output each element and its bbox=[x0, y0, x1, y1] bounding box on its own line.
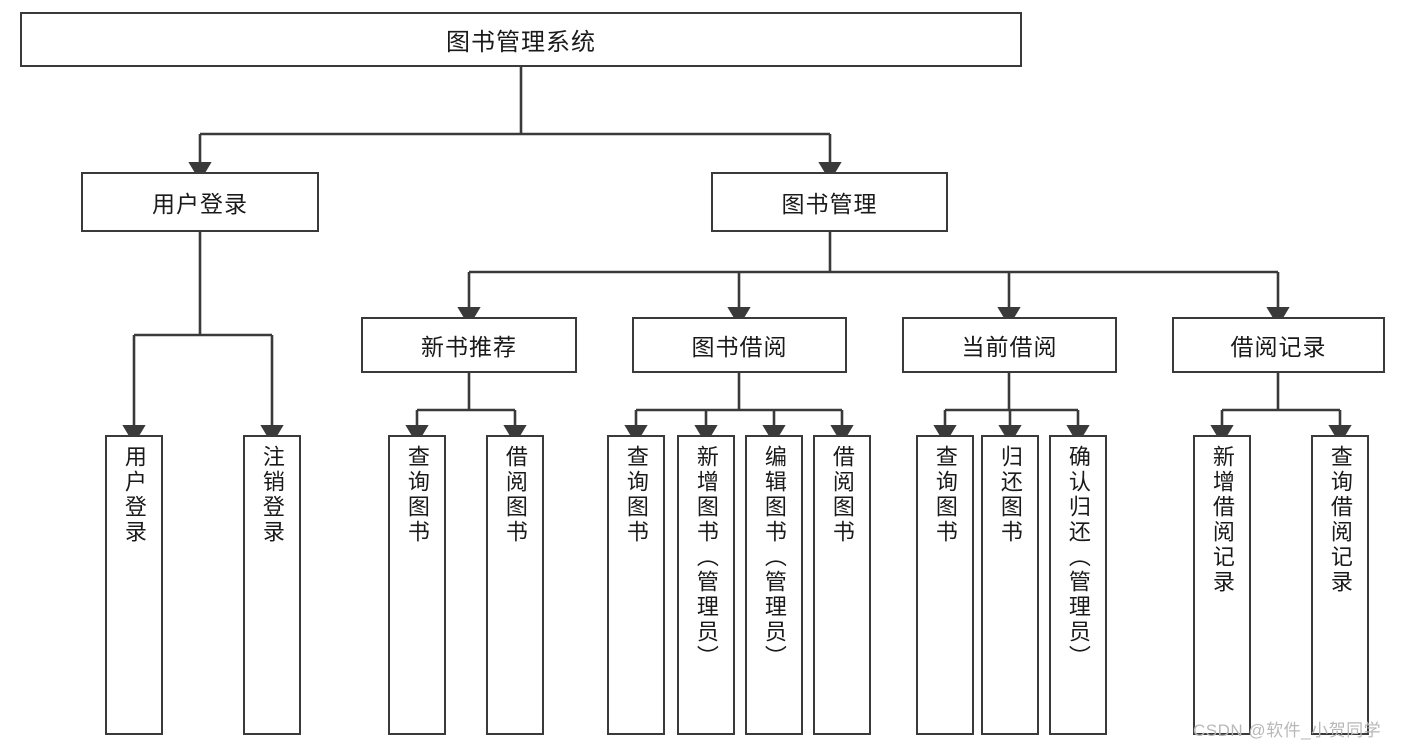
node-user-login[interactable]: 用户登录 bbox=[81, 172, 319, 232]
node-label: 归还图书 bbox=[997, 445, 1023, 545]
node-leaf-add-borrow-record[interactable]: 新增借阅记录 bbox=[1193, 435, 1251, 735]
node-leaf-query-book-1[interactable]: 查询图书 bbox=[388, 435, 446, 735]
node-label: 借阅记录 bbox=[1230, 334, 1327, 360]
node-label: 图书管理系统 bbox=[446, 29, 596, 56]
node-label: 借阅图书 bbox=[502, 445, 528, 545]
node-new-book-recommend[interactable]: 新书推荐 bbox=[361, 317, 577, 373]
node-leaf-user-login[interactable]: 用户登录 bbox=[105, 435, 163, 735]
node-leaf-query-book-3[interactable]: 查询图书 bbox=[916, 435, 974, 735]
node-book-manage[interactable]: 图书管理 bbox=[711, 172, 948, 232]
node-label: 图书管理 bbox=[781, 191, 878, 217]
node-label: 查询图书 bbox=[404, 445, 430, 545]
node-label: 查询图书 bbox=[623, 445, 649, 545]
node-book-borrow[interactable]: 图书借阅 bbox=[632, 317, 847, 373]
node-label: 借阅图书 bbox=[829, 445, 855, 545]
node-label: 查询图书 bbox=[932, 445, 958, 545]
node-label: 新增借阅记录 bbox=[1209, 445, 1235, 595]
node-leaf-borrow-book-1[interactable]: 借阅图书 bbox=[486, 435, 544, 735]
node-leaf-query-book-2[interactable]: 查询图书 bbox=[607, 435, 665, 735]
node-root-system[interactable]: 图书管理系统 bbox=[20, 12, 1022, 67]
node-label: 当前借阅 bbox=[961, 334, 1058, 360]
node-label: 图书借阅 bbox=[691, 334, 788, 360]
node-label: 新增图书（管理员） bbox=[693, 445, 719, 670]
node-label: 注销登录 bbox=[259, 445, 285, 545]
node-leaf-logout[interactable]: 注销登录 bbox=[243, 435, 301, 735]
watermark: CSDN @软件_小贺同学 bbox=[1193, 721, 1382, 740]
node-label: 查询借阅记录 bbox=[1327, 445, 1353, 595]
node-current-borrow[interactable]: 当前借阅 bbox=[902, 317, 1117, 373]
node-leaf-edit-book[interactable]: 编辑图书（管理员） bbox=[745, 435, 803, 735]
node-borrow-record[interactable]: 借阅记录 bbox=[1172, 317, 1385, 373]
node-leaf-add-book[interactable]: 新增图书（管理员） bbox=[677, 435, 735, 735]
node-label: 用户登录 bbox=[121, 445, 147, 545]
node-label: 确认归还（管理员） bbox=[1065, 445, 1091, 670]
node-leaf-return-book[interactable]: 归还图书 bbox=[981, 435, 1039, 735]
node-label: 编辑图书（管理员） bbox=[761, 445, 787, 670]
node-label: 用户登录 bbox=[152, 191, 248, 217]
node-label: 新书推荐 bbox=[421, 334, 517, 360]
node-leaf-confirm-return[interactable]: 确认归还（管理员） bbox=[1049, 435, 1107, 735]
node-leaf-query-borrow-record[interactable]: 查询借阅记录 bbox=[1311, 435, 1369, 735]
node-leaf-borrow-book-2[interactable]: 借阅图书 bbox=[813, 435, 871, 735]
